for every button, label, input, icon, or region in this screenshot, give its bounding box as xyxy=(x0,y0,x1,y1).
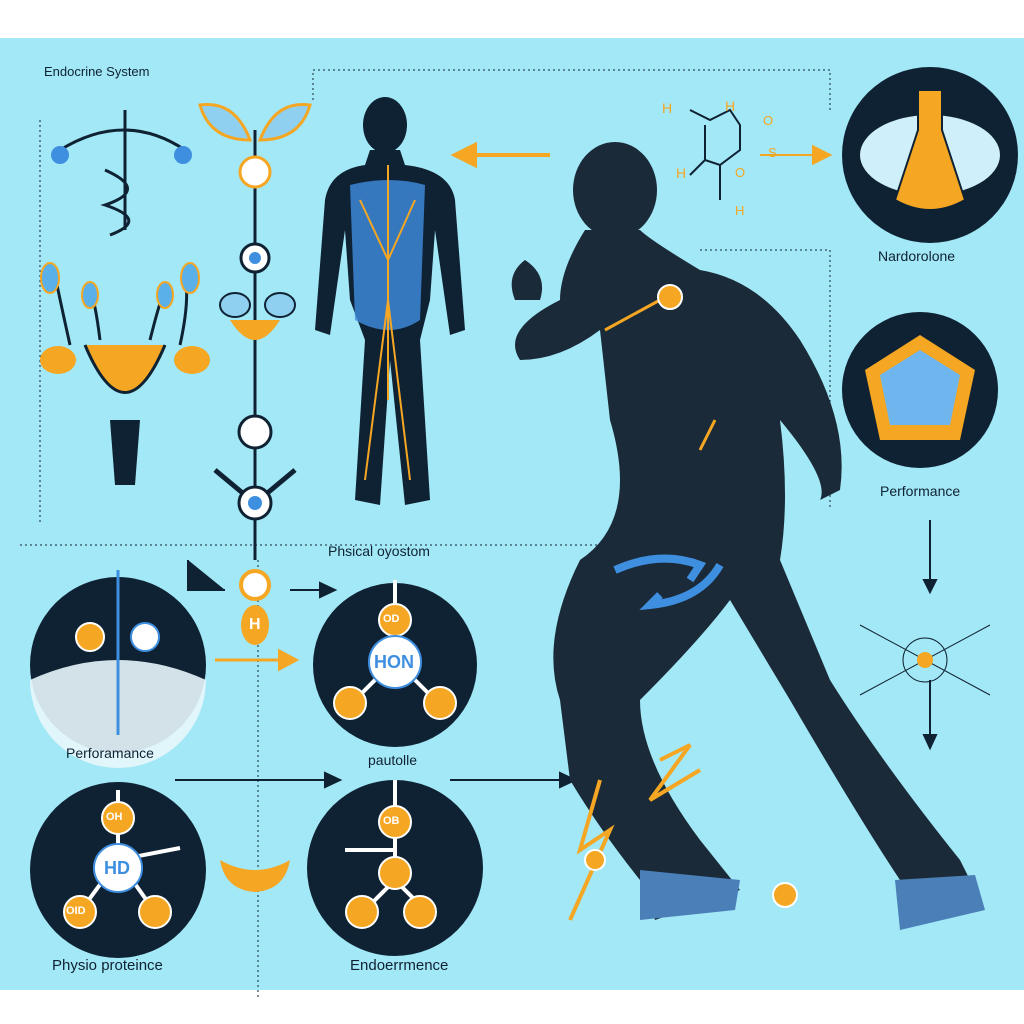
dark-arrows xyxy=(175,520,991,789)
atom-o1: O xyxy=(763,113,774,128)
hormone-chain xyxy=(198,102,312,645)
runner-figure xyxy=(511,142,985,930)
performance-circle xyxy=(842,312,998,468)
white-nodes xyxy=(93,622,422,893)
atom-h3: H xyxy=(676,165,687,181)
target-diagram xyxy=(902,637,948,683)
atom-h4: H xyxy=(735,203,745,218)
title-endocrine-system: Endocrine System xyxy=(44,64,150,79)
molecule-diagram xyxy=(689,108,741,200)
node-ob: OB xyxy=(383,815,400,827)
label-physical-system: Phsical oyostom xyxy=(328,543,430,559)
atom-s: S xyxy=(768,145,777,160)
node-hd: HD xyxy=(104,858,130,878)
node-oh: OH xyxy=(106,811,123,823)
label-performance-right: Performance xyxy=(880,483,961,499)
label-performance-left: Perforamance xyxy=(66,745,154,761)
label-pautolle: pautolle xyxy=(368,752,418,768)
node-h: H xyxy=(249,616,261,633)
atom-h2: H xyxy=(725,98,736,114)
node-oid: OID xyxy=(66,905,86,917)
orange-badge xyxy=(220,860,290,892)
node-od: OD xyxy=(383,613,400,625)
human-body-silhouette xyxy=(315,97,465,505)
orange-arrows xyxy=(215,141,833,672)
label-nandrolone: Nardorolone xyxy=(878,248,956,264)
atom-o2: O xyxy=(735,165,746,180)
atom-h1: H xyxy=(662,100,673,116)
orange-nodes xyxy=(63,284,798,929)
label-endurance: Endoerrmence xyxy=(350,957,449,974)
label-physio: Physio proteince xyxy=(52,957,163,974)
flask-circle xyxy=(842,67,1018,243)
performance-circle-left xyxy=(30,570,206,768)
node-hon: HON xyxy=(374,652,414,672)
endocrine-glands-illustration xyxy=(40,110,210,485)
